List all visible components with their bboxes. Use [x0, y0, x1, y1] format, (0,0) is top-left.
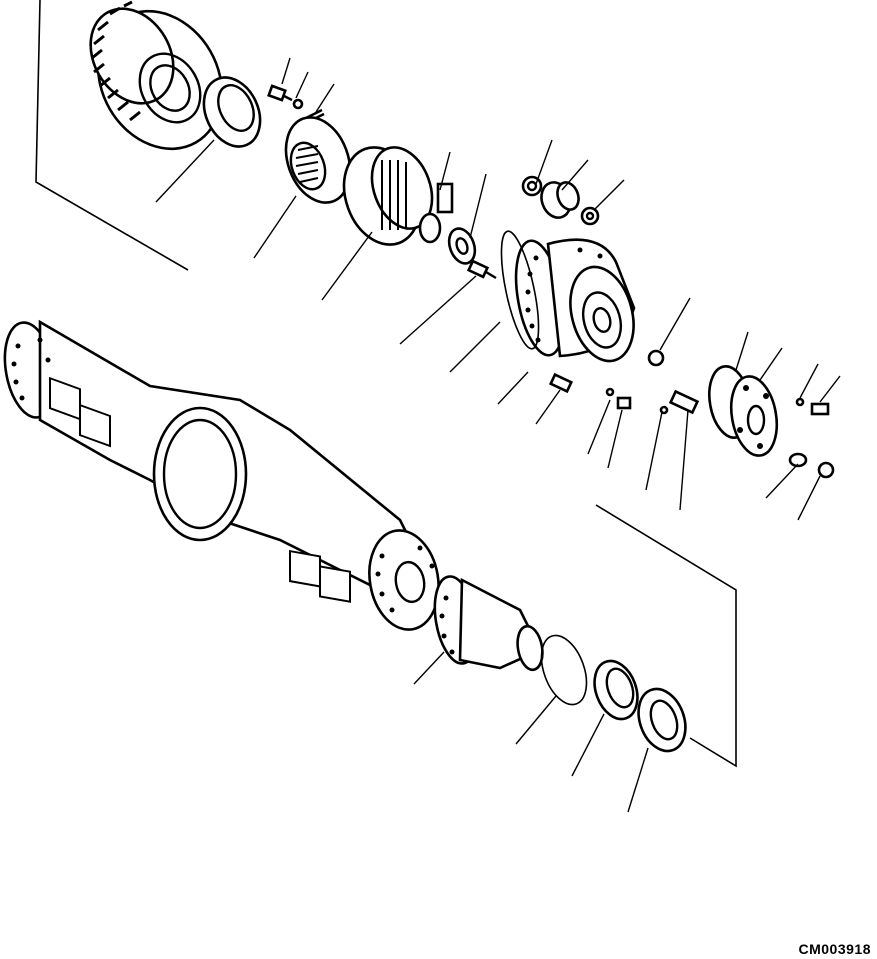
bearing-race-2 — [593, 659, 639, 721]
nut-3 — [647, 349, 665, 367]
axle-housing — [3, 319, 440, 631]
ring-gear-hub — [89, 0, 224, 151]
o-ring-carrier — [500, 230, 540, 350]
bolt-4 — [795, 397, 830, 416]
bearing-race-3 — [637, 687, 687, 753]
o-ring-shaft — [540, 634, 588, 706]
leader-lines — [155, 57, 841, 813]
figure-code: CM003918 — [798, 941, 871, 957]
planet-carrier-housing — [514, 238, 636, 363]
sun-gear-plate — [284, 116, 352, 204]
cover-plate — [708, 365, 779, 457]
roller-bearing-large — [342, 146, 434, 246]
lock-plate — [418, 182, 454, 244]
bolt-2 — [466, 259, 497, 280]
dowel-pin — [659, 389, 700, 415]
nut-2 — [580, 206, 600, 226]
thrust-washer — [447, 227, 477, 265]
planet-needle-bearing — [540, 181, 580, 219]
group-boundary-bottom — [595, 504, 737, 768]
bolt-3 — [549, 372, 573, 394]
group-boundary-top — [35, 0, 189, 271]
bearing-race-1 — [202, 76, 262, 148]
bolt-small-1 — [267, 84, 304, 110]
pin-small — [605, 387, 632, 410]
axle-shaft — [433, 575, 544, 672]
plug — [788, 452, 835, 479]
